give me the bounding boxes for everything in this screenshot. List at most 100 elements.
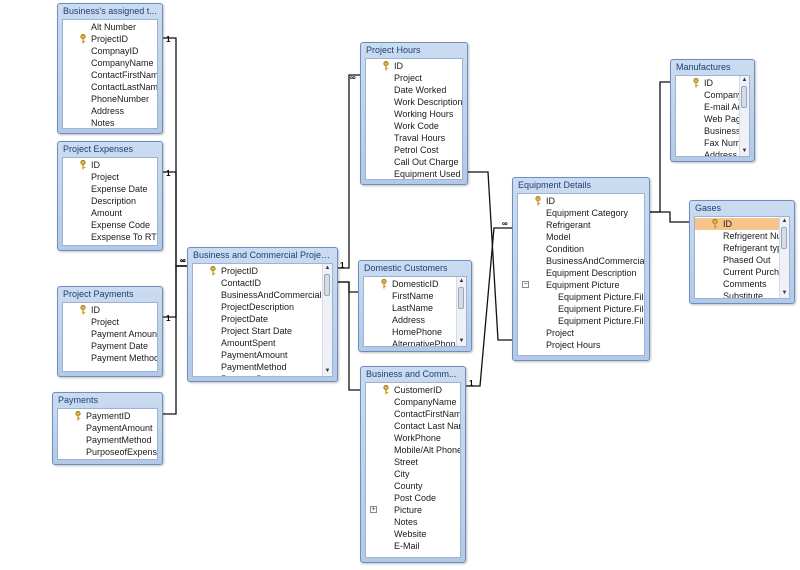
field-row[interactable]: PurposeofExpense [58, 446, 157, 458]
scroll-down-icon[interactable]: ▼ [324, 368, 331, 374]
field-row[interactable]: PaymentMethod [58, 434, 157, 446]
field-row[interactable]: Equipment Category [518, 207, 644, 219]
field-row[interactable]: Substitute [695, 290, 789, 298]
relationship-line-bcp-ph[interactable] [338, 74, 360, 269]
relationship-line-bat-bcp[interactable] [163, 37, 187, 267]
field-row[interactable]: E-Mail [366, 540, 460, 552]
field-row[interactable]: Equipment Picture.FileN [518, 303, 644, 315]
field-row[interactable]: Alt Number [63, 21, 157, 33]
field-row[interactable]: Condition [518, 243, 644, 255]
field-row[interactable]: ProjectDescription [193, 301, 332, 313]
field-row[interactable]: Payment Method [63, 352, 157, 364]
field-row[interactable]: ContactLastName [63, 81, 157, 93]
field-row[interactable]: BusinessAndCommercialCu [518, 255, 644, 267]
field-row[interactable]: Payment Date [63, 340, 157, 352]
table-title[interactable]: Equipment Details [518, 180, 592, 190]
table-title[interactable]: Domestic Customers [364, 263, 448, 273]
field-row[interactable]: Project Hours [518, 339, 644, 351]
relationship-line-bcp-dc[interactable] [338, 281, 358, 293]
field-row[interactable]: Phased Out [695, 254, 789, 266]
field-row[interactable]: AmountSpent [193, 337, 332, 349]
field-row[interactable]: Equipment Picture.FileTy [518, 315, 644, 327]
field-row[interactable]: Refrigerant type [695, 242, 789, 254]
field-row[interactable]: Equipment Picture.FileD [518, 291, 644, 303]
vertical-scrollbar[interactable]: ▲▼ [456, 277, 466, 346]
expand-icon[interactable]: + [370, 506, 377, 513]
field-row[interactable]: ID [63, 159, 157, 171]
field-row[interactable]: ProjectID [63, 33, 157, 45]
field-row[interactable]: Model [518, 231, 644, 243]
relationship-line-pe-bcp[interactable] [163, 171, 187, 267]
scroll-thumb[interactable] [458, 287, 464, 309]
field-row[interactable]: HomePhone [364, 326, 466, 338]
scroll-down-icon[interactable]: ▼ [741, 148, 748, 154]
table-title[interactable]: Project Expenses [63, 144, 134, 154]
field-row[interactable]: Address [63, 105, 157, 117]
scroll-thumb[interactable] [781, 227, 787, 249]
field-row[interactable]: CompnayID [63, 45, 157, 57]
field-row[interactable]: Address [676, 149, 749, 156]
field-row[interactable]: Contact Last Name [366, 420, 460, 432]
field-row[interactable]: Project Start Date [193, 325, 332, 337]
scroll-down-icon[interactable]: ▼ [781, 290, 788, 296]
field-row[interactable]: Street [366, 456, 460, 468]
field-row[interactable]: ID [676, 77, 749, 89]
field-row[interactable]: Refrigerant [518, 219, 644, 231]
field-row[interactable]: Current Purchas [695, 266, 789, 278]
field-row[interactable]: ProjectID [193, 265, 332, 277]
field-row[interactable]: CompanyName [366, 396, 460, 408]
field-row[interactable]: Amount [63, 207, 157, 219]
field-row[interactable]: AlternativePhone [364, 338, 466, 346]
field-row[interactable]: Call Out Charge [366, 156, 462, 168]
scroll-up-icon[interactable]: ▲ [458, 278, 465, 284]
field-row[interactable]: PhoneNumber [63, 93, 157, 105]
table-title[interactable]: Gases [695, 203, 722, 213]
field-row[interactable]: ContactID [193, 277, 332, 289]
vertical-scrollbar[interactable]: ▲▼ [779, 217, 789, 298]
field-row[interactable]: Expense Date [63, 183, 157, 195]
field-row[interactable]: PaymentMethod [193, 361, 332, 373]
relationship-line-ed-gas[interactable] [650, 211, 689, 223]
field-row[interactable]: Working Hours [366, 108, 462, 120]
field-row[interactable]: Work Description [366, 96, 462, 108]
field-row[interactable]: Payment Amount [63, 328, 157, 340]
relationship-line-bcc-ed[interactable] [466, 227, 512, 387]
field-row[interactable]: Post Code [366, 492, 460, 504]
field-row[interactable]: +Picture [366, 504, 460, 516]
field-row[interactable]: Expense Code [63, 219, 157, 231]
field-row[interactable]: Project [518, 327, 644, 339]
field-row[interactable]: ProjectDate [193, 313, 332, 325]
field-row[interactable]: Work Code [366, 120, 462, 132]
relationship-line-ph-ed[interactable] [468, 171, 512, 341]
field-row[interactable]: County [366, 480, 460, 492]
field-row[interactable]: ID [63, 304, 157, 316]
field-row[interactable]: CompanyName [63, 57, 157, 69]
field-row[interactable]: Traval Hours [366, 132, 462, 144]
field-row[interactable]: Project [63, 171, 157, 183]
collapse-icon[interactable]: − [522, 281, 529, 288]
field-row[interactable]: Exspense To RTIC [63, 231, 157, 243]
field-row[interactable]: −Equipment Picture [518, 279, 644, 291]
field-row[interactable]: Notes [366, 516, 460, 528]
field-row[interactable]: Refrigerent Nur [695, 230, 789, 242]
relationship-line-pp-bcp[interactable] [163, 265, 187, 318]
field-row[interactable]: WorkPhone [366, 432, 460, 444]
field-row[interactable]: Mobile/Alt Phone [366, 444, 460, 456]
field-row[interactable]: Address [364, 314, 466, 326]
table-title[interactable]: Payments [58, 395, 99, 405]
